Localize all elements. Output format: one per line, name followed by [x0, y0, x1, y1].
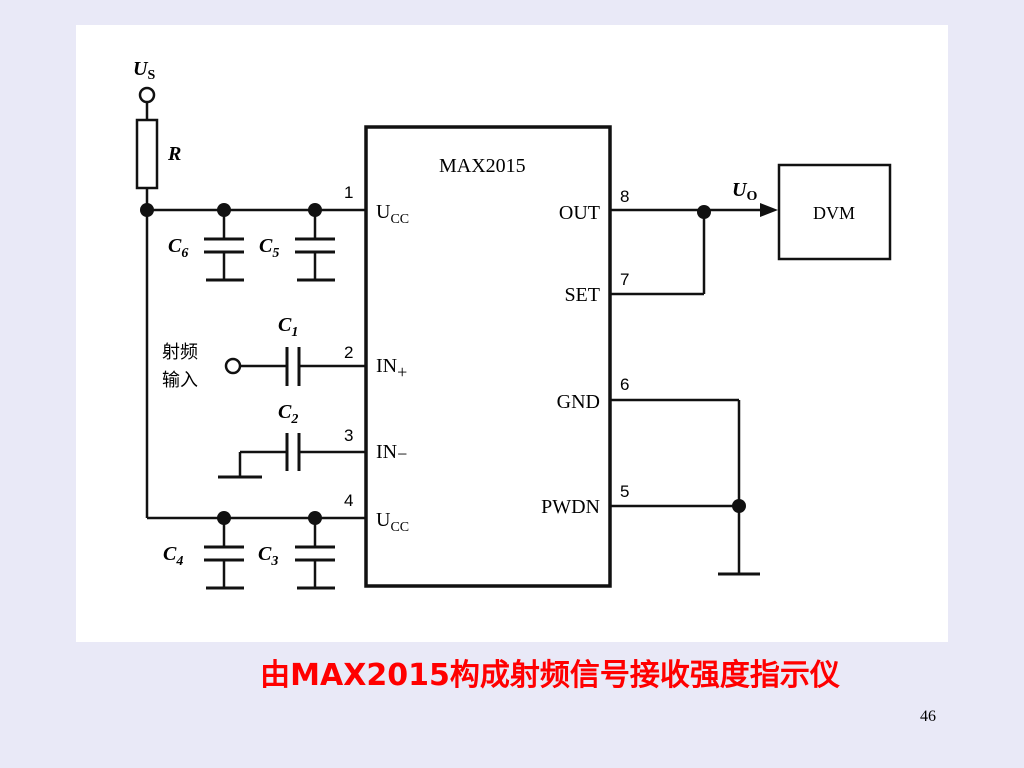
pin-number-8: 8: [620, 187, 629, 206]
c2-label: C2: [278, 401, 298, 427]
figure-caption: 由MAX2015构成射频信号接收强度指示仪: [260, 658, 840, 693]
pin-label-in-minus: IN−: [376, 441, 407, 464]
output-label: UO: [732, 179, 757, 204]
chip-max2015: [364, 125, 612, 588]
pin-number-5: 5: [620, 482, 629, 501]
pin-label-ucc-top: UCC: [376, 201, 409, 227]
pin-number-4: 4: [344, 491, 353, 510]
c6-label: C6: [168, 235, 188, 261]
pin-number-6: 6: [620, 375, 629, 394]
c1-label: C1: [278, 314, 298, 340]
pin-label-ucc-bottom: UCC: [376, 509, 409, 535]
dvm-box: [777, 163, 892, 261]
dvm-label: DVM: [813, 203, 855, 223]
supply-label: US: [133, 58, 155, 83]
pin-label-in-plus: IN+: [376, 355, 407, 382]
supply-terminal: [138, 86, 156, 104]
pin-number-3: 3: [344, 426, 353, 445]
page-number: 46: [920, 708, 936, 725]
figure-panel: [76, 25, 948, 642]
c4-label: C4: [163, 543, 183, 569]
junctions: [140, 203, 746, 525]
rf-input-terminal: [224, 357, 242, 375]
pin-label-set: SET: [564, 284, 600, 306]
c5-label: C5: [259, 235, 279, 261]
pin-label-out: OUT: [559, 202, 600, 224]
resistor-label: R: [167, 143, 181, 165]
rf-input-label-line1: 射频: [162, 342, 198, 363]
pin-number-7: 7: [620, 270, 629, 289]
rf-input-label-line2: 输入: [162, 370, 198, 391]
wires: [135, 102, 770, 590]
pin-number-1: 1: [344, 183, 353, 202]
pin-number-2: 2: [344, 343, 353, 362]
c3-label: C3: [258, 543, 278, 569]
chip-name: MAX2015: [439, 155, 526, 177]
output-arrow: [760, 203, 778, 217]
pin-label-pwdn: PWDN: [541, 496, 600, 518]
pin-label-gnd: GND: [557, 391, 600, 413]
